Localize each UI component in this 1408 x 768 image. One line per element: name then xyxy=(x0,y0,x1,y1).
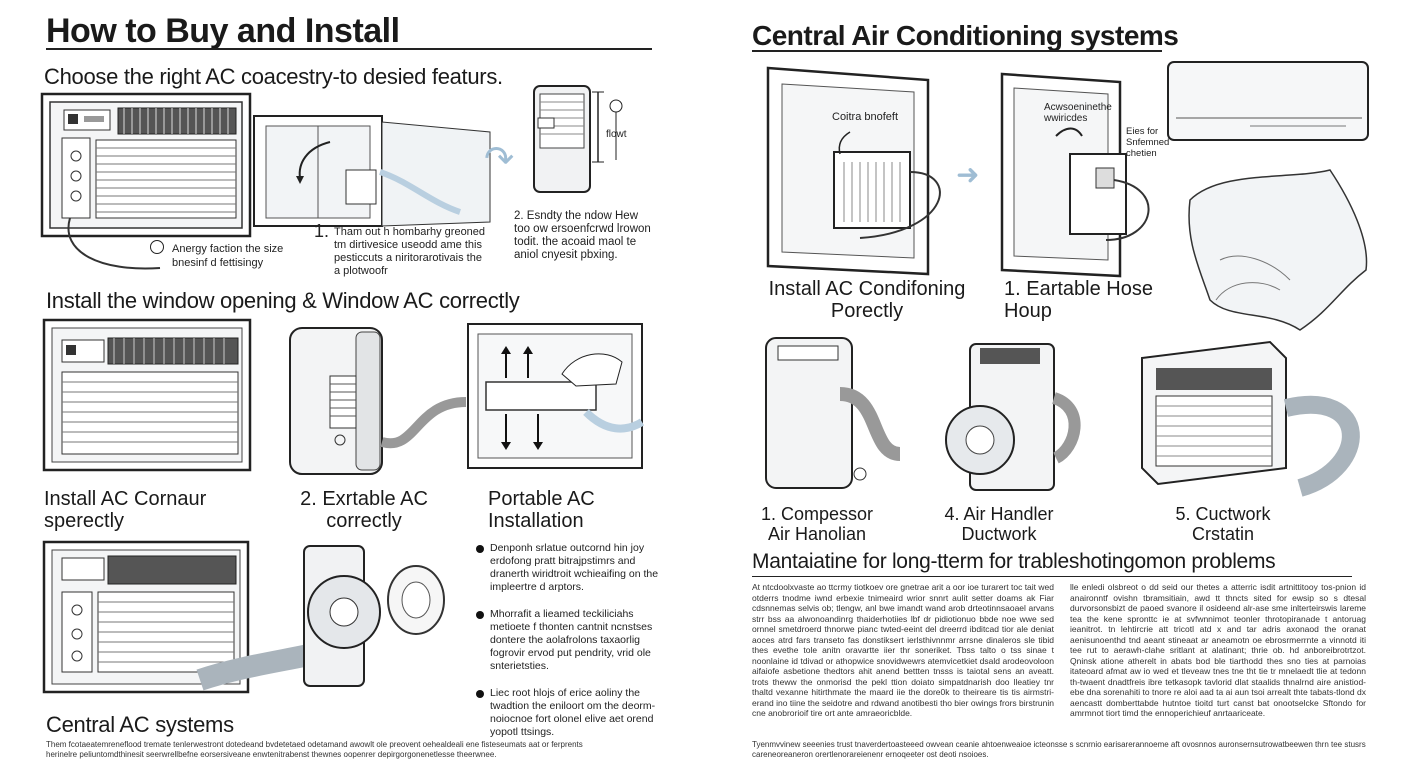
list-item: Liec root hlojs of erice aoliny the twad… xyxy=(476,687,655,739)
list-item: Denponh srlatue outcornd hin joy erdofon… xyxy=(476,542,658,594)
window-ac-install-illustration-b xyxy=(1000,72,1150,278)
left-subheading-choose: Choose the right AC coacestry-to desied … xyxy=(44,64,503,89)
right-arrow-icon: ➜ xyxy=(956,159,980,190)
window-ac-illustration-2 xyxy=(42,318,252,472)
right-footer-text: Tyenmvvinew seeenies trust tnaverdertoas… xyxy=(752,740,1366,759)
caption-eartable-hose: 1. Eartable Hose Houp xyxy=(1004,278,1153,322)
step-1-text: Tham out h hombarhy greoned tm dirtivesi… xyxy=(334,226,486,277)
right-subheading-rule xyxy=(752,576,1352,577)
caption-install-ac-cornaur: Install AC Cornaur sperectly xyxy=(44,488,207,532)
no-entry-icon xyxy=(150,240,164,254)
window-ac-illustration-1 xyxy=(40,92,252,270)
coitra-label: Coitra bnofeft xyxy=(832,111,899,123)
bullet-dot xyxy=(476,690,484,698)
ductwork-unit-illustration xyxy=(1141,340,1360,497)
compressor-unit-illustration xyxy=(765,337,902,489)
eies-label: Eies for Snfemned chetien xyxy=(1126,126,1170,159)
left-subheading-install: Install the window opening & Window AC c… xyxy=(46,288,520,313)
maintenance-paragraph-2: lle enledi olsbreot o dd seid our thetes… xyxy=(1070,582,1366,718)
right-title-rule xyxy=(752,50,1162,52)
air-handler-illustration xyxy=(945,343,1081,491)
installation-detail-illustration xyxy=(467,323,645,469)
right-page-title: Central Air Conditioning systems xyxy=(752,20,1179,51)
left-footer-text: Them fcotaeatemreneflood tremate tenlerw… xyxy=(46,740,583,759)
bullet-list: Denponh srlatue outcornd hin joy erdofon… xyxy=(476,542,658,753)
step-2-text: 2. Esndty the ndow Hew too ow ersoenfcrw… xyxy=(514,210,651,261)
left-page-title: How to Buy and Install xyxy=(46,12,400,50)
bullet-dot xyxy=(476,611,484,619)
caption-exrtable-ac: 2. Exrtable AC correctly xyxy=(300,488,428,532)
caption-portable-ac-installation: Portable AC Installation xyxy=(488,488,595,532)
cleaning-cloth-illustration xyxy=(1188,169,1368,331)
caption-compessor: 1. Compessor Air Hanolian xyxy=(760,504,874,544)
caption-air-handler: 4. Air Handler Ductwork xyxy=(944,504,1054,544)
curved-arrow-icon: ↷ xyxy=(484,138,515,179)
caption-cuctwork: 5. Cuctwork Crstatin xyxy=(1175,504,1271,544)
left-subheading-central: Central AC systems xyxy=(46,712,234,737)
split-ac-illustration xyxy=(1167,61,1369,141)
bullet-dot xyxy=(476,545,484,553)
window-ac-illustration-3 xyxy=(42,540,250,694)
maintenance-paragraph-1: At ntcdoolxvaste ao ttcrmy tiotkoev ore … xyxy=(752,582,1054,718)
step-1-number: 1. xyxy=(314,221,330,241)
window-ac-install-illustration-a xyxy=(766,66,941,276)
right-subheading-maintenance: Mantaiatine for long-tterm for trablesho… xyxy=(752,550,1276,573)
caption-install-ac-condifoning: Install AC Condifoning Porectly xyxy=(768,278,966,322)
acwso-label: Acwsoeninethe wwiricdes xyxy=(1044,102,1112,124)
portable-ac-illustration-2 xyxy=(289,327,467,475)
flowt-label: flowt xyxy=(606,129,627,140)
window-frame-illustration xyxy=(253,115,491,227)
energy-note: Anergy faction the size bnesinf d fettis… xyxy=(172,243,284,269)
portable-ac-illustration-1 xyxy=(533,85,623,193)
list-item: Mhorrafit a lieamed teckiliciahs metioet… xyxy=(476,608,654,673)
compressor-duct-illustration xyxy=(196,545,445,691)
left-title-rule xyxy=(46,48,652,50)
